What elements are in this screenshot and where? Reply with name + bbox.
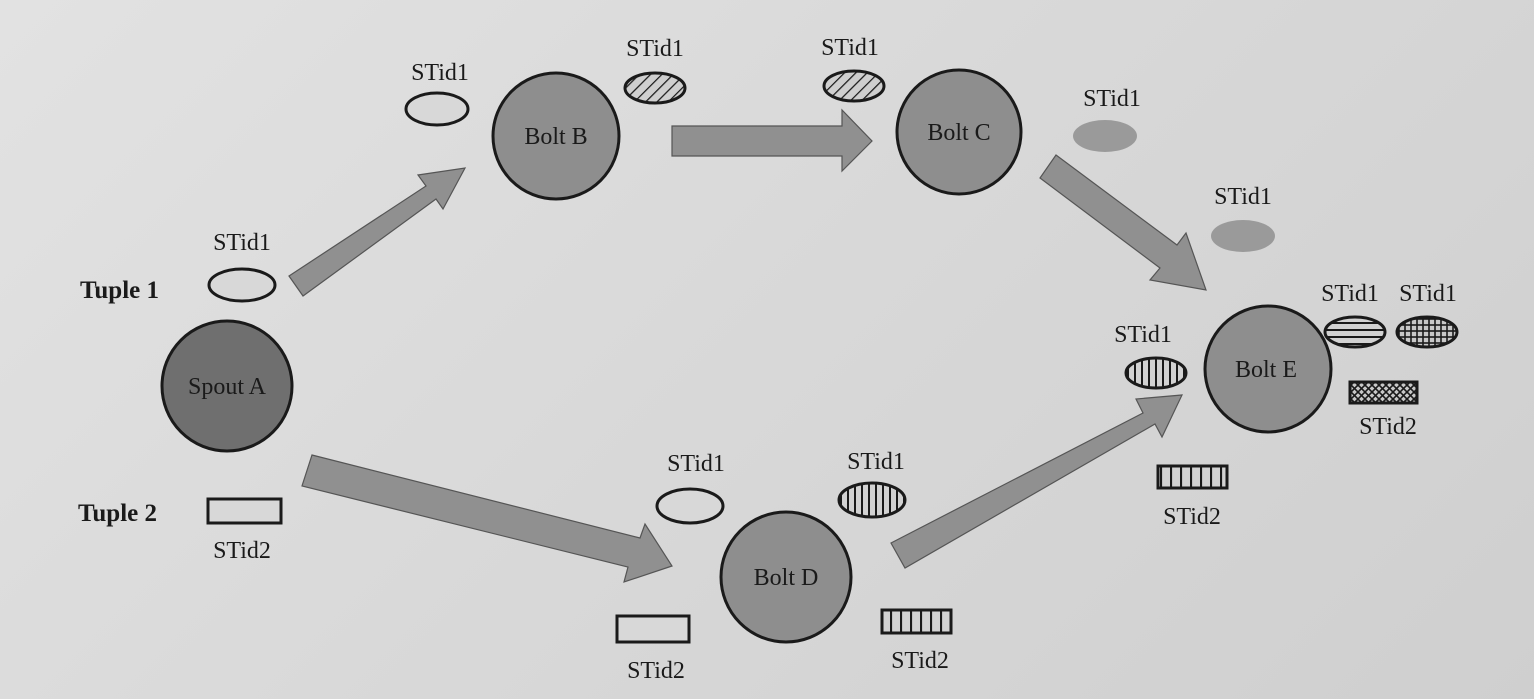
tuple-2-label: Tuple 2 <box>78 500 157 527</box>
stid1-label: STid1 <box>411 60 469 86</box>
tuple-ellipse-solid <box>1211 220 1275 252</box>
tuple-ellipse-vertical-hatch <box>837 481 907 519</box>
tuple-ellipse-plain <box>207 267 277 303</box>
arrow-bolt-c-to-bolt-e <box>1039 154 1207 291</box>
tuple-ellipse-vertical-hatch <box>1124 356 1188 390</box>
stid2-label: STid2 <box>891 648 949 674</box>
bolt-c-node: Bolt C <box>895 68 1023 196</box>
bolt-e-label: Bolt E <box>1235 357 1297 383</box>
tuple-rect-plain <box>615 614 691 644</box>
arrow-spout-a-to-bolt-b <box>288 167 467 297</box>
tuple-ellipse-grid-hatch <box>1395 315 1459 349</box>
tuple-ellipse-horizontal-hatch <box>1323 315 1387 349</box>
stid1-label: STid1 <box>1321 281 1379 307</box>
tuple-rect-cross-hatch <box>1348 380 1419 405</box>
tuple-ellipse-plain <box>404 91 470 127</box>
tuple-rect-vertical-hatch <box>880 608 953 635</box>
bolt-d-label: Bolt D <box>754 565 819 591</box>
spout-a-label: Spout A <box>188 374 267 400</box>
stid1-label: STid1 <box>1114 322 1172 348</box>
tuple-rect-plain <box>206 497 283 525</box>
stid2-label: STid2 <box>213 538 271 564</box>
arrow-bolt-d-to-bolt-e <box>890 394 1183 569</box>
stid2-label: STid2 <box>627 658 685 684</box>
bolt-b-node: Bolt B <box>491 71 621 201</box>
bolt-b-label: Bolt B <box>524 124 587 150</box>
stid1-label: STid1 <box>1083 86 1141 112</box>
arrow-bolt-b-to-bolt-c <box>671 108 873 173</box>
tuple-1-label: Tuple 1 <box>80 277 159 304</box>
stid2-label: STid2 <box>1359 414 1417 440</box>
stid1-label: STid1 <box>1399 281 1457 307</box>
bolt-c-label: Bolt C <box>927 120 990 146</box>
stid1-label: STid1 <box>847 449 905 475</box>
stid1-label: STid1 <box>213 230 271 256</box>
stid1-label: STid1 <box>821 35 879 61</box>
stid1-label: STid1 <box>626 36 684 62</box>
tuple-ellipse-diagonal-hatch <box>822 69 886 103</box>
arrow-spout-a-to-bolt-d <box>301 454 673 583</box>
tuple-ellipse-diagonal-hatch <box>623 71 687 105</box>
spout-a-node: Spout A <box>160 319 294 453</box>
stid1-label: STid1 <box>1214 184 1272 210</box>
stid2-label: STid2 <box>1163 504 1221 530</box>
tuple-ellipse-solid <box>1073 120 1137 152</box>
bolt-d-node: Bolt D <box>719 510 853 644</box>
tuple-rect-vertical-hatch <box>1156 464 1229 490</box>
bolt-e-node: Bolt E <box>1203 304 1333 434</box>
tuple-ellipse-plain <box>655 487 725 525</box>
stid1-label: STid1 <box>667 451 725 477</box>
